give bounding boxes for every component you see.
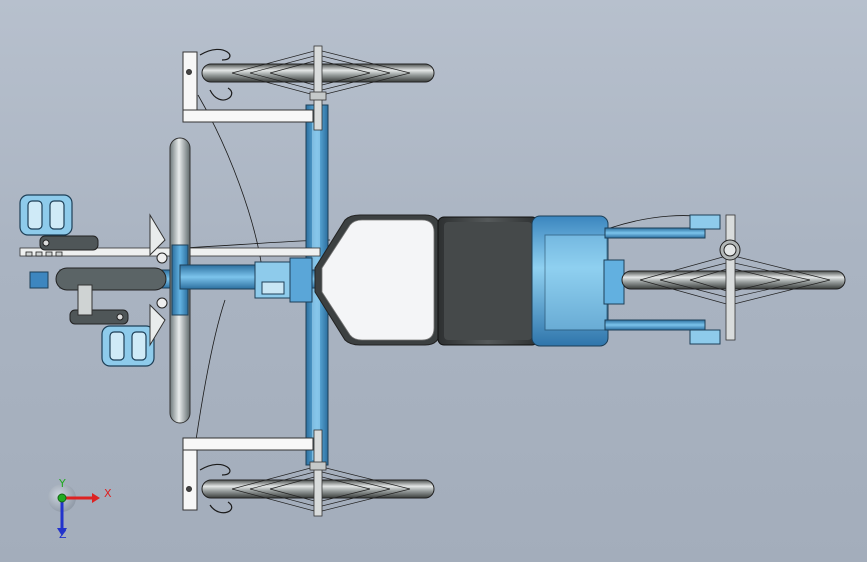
- pedal-bottom: [101, 325, 155, 367]
- orientation-triad: X Y Z: [40, 478, 120, 548]
- triad-axes-icon: [48, 484, 100, 536]
- pedal-top: [19, 194, 73, 236]
- steering-fork: [182, 51, 314, 511]
- axis-z-label: Z: [59, 528, 67, 541]
- axis-y-label: Y: [59, 477, 66, 490]
- rear-carrier-box: [531, 215, 625, 347]
- front-left-wheel: [199, 45, 435, 131]
- steering-linkage: [254, 257, 313, 303]
- rear-arms: [604, 214, 721, 345]
- seat: [314, 214, 539, 346]
- rear-wheel: [621, 214, 846, 341]
- axis-x-label: X: [104, 487, 112, 500]
- front-right-wheel: [199, 429, 435, 517]
